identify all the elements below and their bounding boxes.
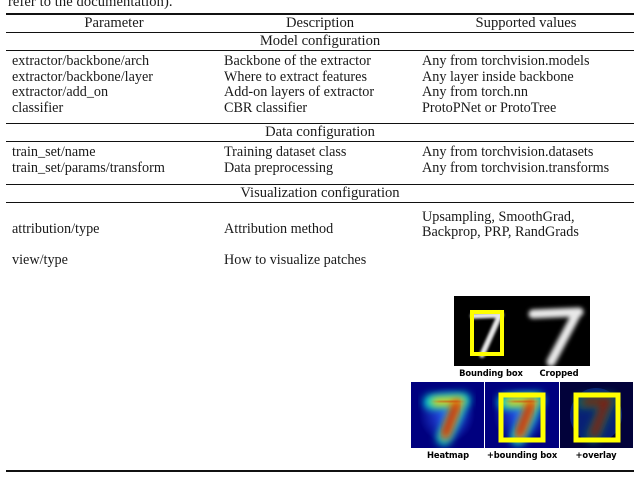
cell-supported: ProtoPNet or ProtoTree bbox=[422, 99, 557, 116]
section-title-row-visualization: Visualization configuration bbox=[6, 185, 634, 203]
configuration-table: Parameter Description Supported values M… bbox=[6, 13, 634, 268]
configuration-table-wrapper: Parameter Description Supported values M… bbox=[6, 13, 634, 268]
caption-bounding-box-overlay: +bounding box bbox=[486, 450, 558, 460]
cell-parameter: train_set/params/transform bbox=[12, 159, 165, 176]
cell-supported: Any layer inside backbone bbox=[422, 68, 574, 85]
caption-overlay: +overlay bbox=[575, 450, 617, 460]
digit-seven-with-box-icon bbox=[454, 296, 522, 366]
cropped-image bbox=[521, 296, 590, 366]
digit-seven-cropped-icon bbox=[522, 296, 590, 366]
figure-captions-top: Bounding box Cropped bbox=[411, 368, 633, 378]
bounding-box-image bbox=[454, 296, 522, 366]
cell-description: Backbone of the extractor bbox=[224, 53, 371, 69]
caption-bounding-box: Bounding box bbox=[459, 368, 523, 378]
table-rule-bottom bbox=[6, 470, 634, 472]
section-title-row-model: Model configuration bbox=[6, 33, 634, 51]
table-rule-vis bbox=[6, 183, 634, 185]
cell-parameter: extractor/add_on bbox=[12, 84, 109, 101]
spacer bbox=[6, 116, 634, 124]
header-supported-values: Supported values bbox=[475, 15, 577, 31]
section-title-model: Model configuration bbox=[259, 33, 381, 49]
heatmap-image bbox=[411, 382, 485, 448]
table-row: extractor/add_on Add-on layers of extrac… bbox=[6, 85, 634, 101]
heatmap-overlay-image bbox=[558, 382, 633, 448]
figure-captions-bottom: Heatmap +bounding box +overlay bbox=[411, 450, 633, 460]
supported-line-2: Backprop, PRP, RandGrads bbox=[422, 224, 579, 241]
table-row: extractor/backbone/arch Backbone of the … bbox=[6, 53, 634, 70]
cell-description: Data preprocessing bbox=[224, 159, 334, 176]
table-row: train_set/params/transform Data preproce… bbox=[6, 159, 634, 177]
table-rule-model bbox=[6, 50, 634, 51]
header-parameter: Parameter bbox=[84, 15, 144, 31]
cell-supported: Any from torch.nn bbox=[422, 84, 528, 101]
digit-panel-pair bbox=[454, 296, 590, 366]
cell-description: Attribution method bbox=[224, 220, 334, 237]
table-rule-data bbox=[6, 123, 634, 125]
cell-parameter: extractor/backbone/layer bbox=[12, 68, 154, 85]
cell-parameter: attribution/type bbox=[12, 220, 100, 237]
table-rule-vis-2 bbox=[6, 201, 634, 203]
cell-supported: Any from torchvision.transforms bbox=[422, 159, 610, 176]
cell-parameter: train_set/name bbox=[12, 144, 96, 161]
cell-description: Training dataset class bbox=[224, 144, 347, 161]
caption-cropped: Cropped bbox=[539, 368, 579, 378]
table-row: view/type How to visualize patches bbox=[6, 241, 634, 269]
heatmap-bounding-box-icon bbox=[485, 382, 559, 448]
cell-parameter: classifier bbox=[12, 99, 64, 116]
heatmap-with-bounding-box-image bbox=[484, 382, 559, 448]
visualization-figure: Bounding box Cropped bbox=[411, 296, 633, 460]
heatmap-icon bbox=[411, 382, 485, 448]
table-row: attribution/type Attribution method Upsa… bbox=[6, 206, 634, 241]
cell-supported: Any from torchvision.datasets bbox=[422, 144, 594, 161]
figure-row-heatmaps bbox=[411, 382, 633, 448]
cell-supported: Any from torchvision.models bbox=[422, 53, 590, 69]
spacer bbox=[6, 177, 634, 185]
table-rule-data-2 bbox=[6, 141, 634, 143]
heatmap-overlay-icon bbox=[559, 382, 633, 448]
cell-description: Where to extract features bbox=[224, 68, 367, 85]
caption-heatmap: Heatmap bbox=[426, 450, 470, 460]
cell-parameter: view/type bbox=[12, 251, 68, 268]
figure-row-bounding-cropped bbox=[411, 296, 633, 366]
section-title-visualization: Visualization configuration bbox=[240, 184, 400, 201]
cut-off-text-line: refer to the documentation). bbox=[8, 0, 173, 10]
table-row: train_set/name Training dataset class An… bbox=[6, 145, 634, 161]
table-header-row: Parameter Description Supported values bbox=[6, 15, 634, 33]
cell-description: Add-on layers of extractor bbox=[224, 84, 375, 101]
cell-description: CBR classifier bbox=[224, 99, 308, 116]
supported-line-1: Upsampling, SmoothGrad, bbox=[422, 208, 575, 225]
cell-supported: Upsampling, SmoothGrad, Backprop, PRP, R… bbox=[418, 206, 634, 241]
section-title-data: Data configuration bbox=[265, 124, 375, 141]
cell-supported-figure-slot bbox=[418, 241, 634, 269]
table-row: extractor/backbone/layer Where to extrac… bbox=[6, 68, 634, 86]
cell-parameter: extractor/backbone/arch bbox=[12, 53, 150, 69]
table-row: classifier CBR classifier ProtoPNet or P… bbox=[6, 99, 634, 117]
header-description: Description bbox=[285, 15, 355, 31]
section-title-row-data: Data configuration bbox=[6, 124, 634, 142]
cell-description: How to visualize patches bbox=[224, 251, 367, 268]
table-rule-under-header bbox=[6, 32, 634, 33]
